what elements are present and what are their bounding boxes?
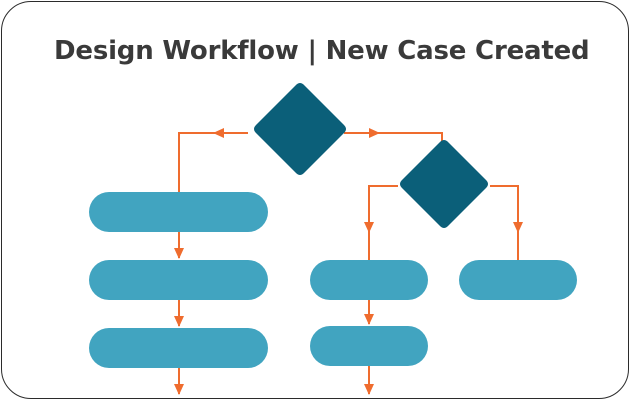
- page-title: Design Workflow | New Case Created: [54, 36, 590, 66]
- connectors: [174, 128, 523, 395]
- process-node-left-1: [89, 192, 268, 232]
- process-node-middle-2: [310, 326, 428, 366]
- connector-second-left: [364, 185, 398, 233]
- decision-node-top: [254, 83, 346, 175]
- connector-right-branch: [344, 132, 443, 156]
- connector-second-right: [490, 185, 523, 233]
- decision-node-second: [400, 140, 488, 228]
- process-node-right-1: [459, 260, 577, 300]
- process-node-left-3: [89, 328, 268, 368]
- process-node-left-2: [89, 260, 268, 300]
- workflow-diagram: [89, 83, 577, 395]
- connector-left-branch: [178, 132, 248, 192]
- process-node-middle-1: [310, 260, 428, 300]
